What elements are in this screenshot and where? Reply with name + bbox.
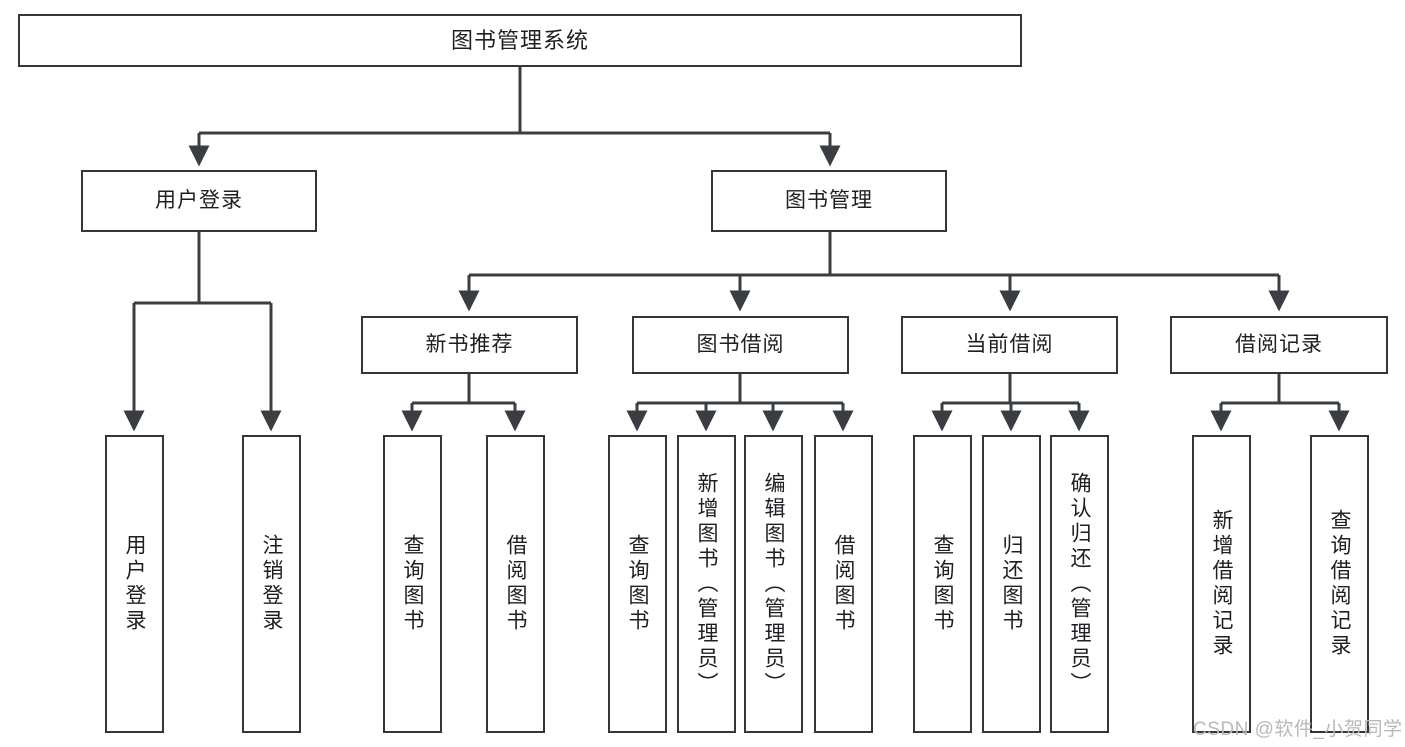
- node-current-borrow[interactable]: 当前借阅: [901, 316, 1118, 374]
- node-label: 用户登录: [123, 534, 146, 634]
- node-label: 归还图书: [1000, 534, 1023, 634]
- node-label: 新增借阅记录: [1210, 509, 1233, 659]
- node-leaf-query-book-2[interactable]: 查询图书: [608, 435, 667, 733]
- node-label: 用户登录: [155, 188, 243, 212]
- node-leaf-query-book-1[interactable]: 查询图书: [383, 435, 442, 733]
- node-label: 图书管理系统: [450, 27, 589, 53]
- node-book-manage[interactable]: 图书管理: [711, 170, 947, 232]
- node-label: 借阅图书: [504, 534, 527, 634]
- node-label: 查询图书: [401, 534, 424, 634]
- node-label: 查询图书: [626, 534, 649, 634]
- node-leaf-edit-book[interactable]: 编辑图书（管理员）: [744, 435, 803, 733]
- node-label: 编辑图书（管理员）: [762, 471, 785, 697]
- node-label: 当前借阅: [965, 332, 1054, 356]
- node-leaf-confirm-return[interactable]: 确认归还（管理员）: [1050, 435, 1109, 733]
- node-user-login[interactable]: 用户登录: [81, 170, 317, 232]
- node-leaf-query-book-3[interactable]: 查询图书: [913, 435, 972, 733]
- node-leaf-borrow-book-1[interactable]: 借阅图书: [486, 435, 545, 733]
- node-book-borrow[interactable]: 图书借阅: [632, 316, 849, 374]
- node-leaf-query-record[interactable]: 查询借阅记录: [1310, 435, 1369, 733]
- node-label: 借阅图书: [832, 534, 855, 634]
- node-label: 借阅记录: [1235, 332, 1323, 356]
- node-label: 图书管理: [785, 188, 873, 212]
- node-leaf-borrow-book-2[interactable]: 借阅图书: [814, 435, 873, 733]
- node-borrow-record[interactable]: 借阅记录: [1170, 316, 1388, 374]
- node-label: 新书推荐: [425, 332, 514, 356]
- node-label: 确认归还（管理员）: [1068, 471, 1091, 697]
- node-label: 查询图书: [931, 534, 954, 634]
- node-leaf-add-book[interactable]: 新增图书（管理员）: [677, 435, 736, 733]
- node-leaf-user-login[interactable]: 用户登录: [105, 435, 164, 733]
- node-label: 查询借阅记录: [1328, 509, 1351, 659]
- node-new-book-recommend[interactable]: 新书推荐: [361, 316, 578, 374]
- node-leaf-add-record[interactable]: 新增借阅记录: [1192, 435, 1251, 733]
- csdn-watermark: CSDN @软件_小贺同学: [1193, 719, 1403, 740]
- node-leaf-logout-login[interactable]: 注销登录: [242, 435, 301, 733]
- node-leaf-return-book[interactable]: 归还图书: [982, 435, 1041, 733]
- node-label: 注销登录: [260, 534, 283, 634]
- node-root-system[interactable]: 图书管理系统: [18, 14, 1022, 67]
- node-label: 图书借阅: [696, 332, 785, 356]
- node-label: 新增图书（管理员）: [695, 471, 718, 697]
